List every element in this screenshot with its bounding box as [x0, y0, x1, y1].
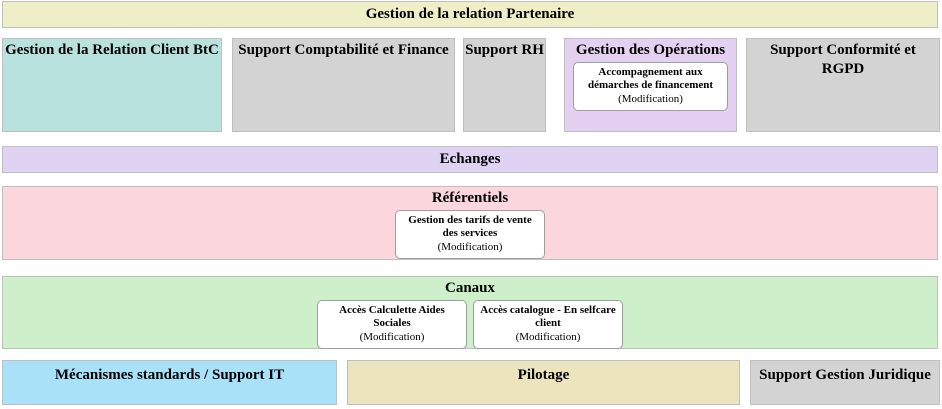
capability-title: Accès catalogue - En selfcare client	[480, 303, 616, 330]
block-mecanismes-standards-support-it: Mécanismes standards / Support IT	[2, 360, 337, 405]
band-referentiels: Référentiels Gestion des tarifs de vente…	[2, 186, 938, 260]
block-support-gestion-juridique: Support Gestion Juridique	[750, 360, 940, 405]
child-boxes: Accès Calculette Aides Sociales (Modific…	[317, 299, 623, 349]
child-boxes: Gestion des tarifs de vente des services…	[395, 209, 545, 259]
capability-title: Accompagnement aux démarches de financem…	[587, 65, 714, 92]
block-title: Support Gestion Juridique	[759, 367, 931, 383]
capability-gestion-tarifs-vente-services: Gestion des tarifs de vente des services…	[395, 209, 545, 259]
block-support-conformite-rgpd: Support Conformité et RGPD	[746, 38, 940, 132]
capability-title: Accès Calculette Aides Sociales	[339, 303, 445, 330]
capability-accompagnement-financement: Accompagnement aux démarches de financem…	[573, 61, 728, 111]
capability-change-type: (Modification)	[359, 330, 425, 343]
block-pilotage: Pilotage	[347, 360, 740, 405]
band-title: Canaux	[444, 280, 496, 296]
block-gestion-des-operations: Gestion des Opérations Accompagnement au…	[564, 38, 737, 132]
block-gestion-relation-client-btc: Gestion de la Relation Client BtC	[2, 38, 222, 132]
block-support-comptabilite-finance: Support Comptabilité et Finance	[232, 38, 455, 132]
block-title: Gestion de la Relation Client BtC	[5, 42, 219, 58]
capability-change-type: (Modification)	[437, 240, 503, 253]
capability-change-type: (Modification)	[618, 92, 683, 105]
capability-change-type: (Modification)	[515, 330, 581, 343]
band-echanges: Echanges	[2, 146, 938, 173]
block-title: Pilotage	[517, 367, 570, 383]
block-title: Support Comptabilité et Finance	[238, 42, 449, 58]
capability-title: Gestion des tarifs de vente des services	[408, 213, 532, 240]
capability-acces-catalogue-selfcare-client: Accès catalogue - En selfcare client (Mo…	[473, 299, 623, 349]
block-title: Mécanismes standards / Support IT	[54, 367, 285, 383]
band-canaux: Canaux Accès Calculette Aides Sociales (…	[2, 276, 938, 349]
block-title: Support Conformité et RGPD	[770, 42, 916, 77]
band-title: Echanges	[439, 151, 501, 168]
block-support-rh: Support RH	[463, 38, 546, 132]
band-title: Gestion de la relation Partenaire	[365, 6, 575, 23]
band-gestion-relation-partenaire: Gestion de la relation Partenaire	[2, 1, 938, 28]
block-title: Gestion des Opérations	[575, 42, 726, 58]
child-boxes: Accompagnement aux démarches de financem…	[573, 61, 728, 111]
band-title: Référentiels	[431, 190, 509, 206]
capability-acces-calculette-aides-sociales: Accès Calculette Aides Sociales (Modific…	[317, 299, 467, 349]
block-title: Support RH	[465, 42, 544, 58]
